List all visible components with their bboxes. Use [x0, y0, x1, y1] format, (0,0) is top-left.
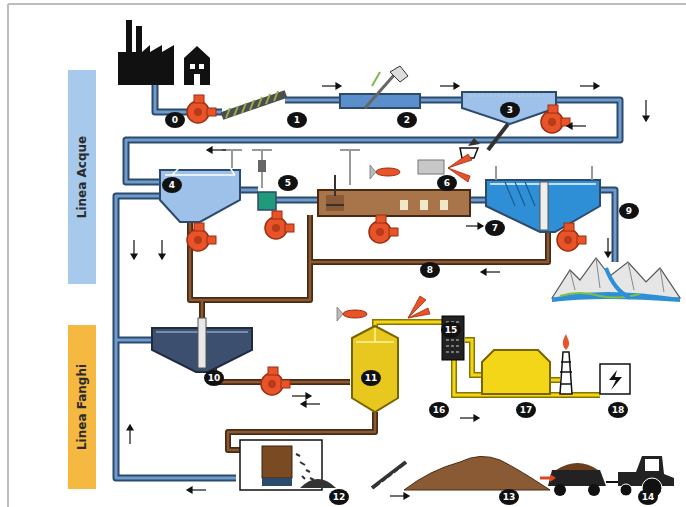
callout-number: 4	[162, 177, 182, 193]
receiving-water	[552, 258, 680, 302]
callout-number: 2	[397, 112, 417, 128]
sludge-pile	[372, 456, 550, 490]
frame	[8, 4, 686, 507]
water-pipes	[116, 85, 620, 478]
callout-number: 11	[361, 370, 381, 386]
callout-number: 14	[638, 489, 658, 505]
callout-number: 5	[278, 175, 298, 191]
callout-number: 17	[516, 402, 536, 418]
flow-arrows	[127, 83, 649, 499]
gas-users	[482, 334, 630, 394]
callout-number: 16	[429, 402, 449, 418]
aeration-tank	[318, 150, 472, 243]
thickener	[152, 318, 252, 372]
callout-number: 3	[500, 102, 520, 118]
biogas-pipes	[375, 322, 600, 395]
line-band: Linea Acque	[68, 70, 96, 284]
callout-number: 1	[287, 112, 307, 128]
callout-number: 18	[608, 402, 628, 418]
pumps	[187, 95, 586, 395]
callout-number: 15	[441, 322, 461, 338]
dosing-box	[252, 150, 276, 210]
callout-number: 6	[437, 175, 457, 191]
callout-number: 9	[619, 203, 639, 219]
gas-filter	[442, 316, 464, 360]
band-title: Linea Acque	[75, 136, 89, 218]
dewatering-unit	[240, 440, 336, 490]
primary-settler	[160, 150, 242, 222]
digester	[337, 296, 430, 412]
callout-number: 12	[329, 489, 349, 505]
callout-number: 8	[420, 262, 440, 278]
factory	[118, 20, 210, 85]
line-band: Linea Fanghi	[68, 325, 96, 489]
band-title: Linea Fanghi	[75, 364, 89, 450]
callout-number: 10	[204, 370, 224, 386]
screen-channel	[340, 66, 420, 108]
callout-number: 13	[499, 489, 519, 505]
screw-lift	[222, 91, 286, 118]
final-clarifier	[486, 166, 600, 232]
callout-number: 0	[165, 112, 185, 128]
callout-number: 7	[485, 220, 505, 236]
